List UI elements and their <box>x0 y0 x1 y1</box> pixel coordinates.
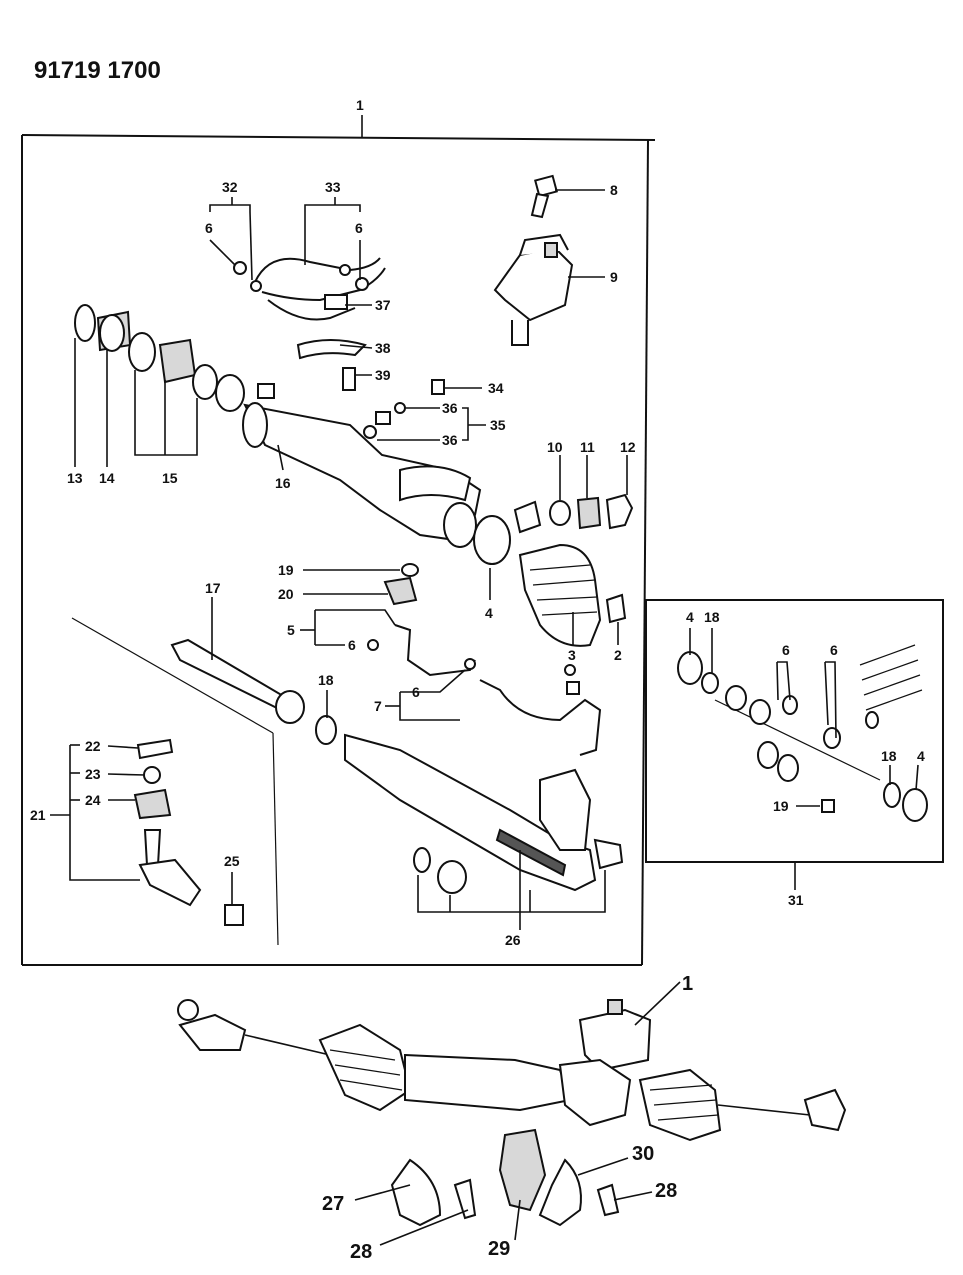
callout-6-kit-a: 6 <box>782 642 790 658</box>
callout-24: 24 <box>85 792 101 808</box>
right-end-seals <box>513 493 634 534</box>
callout-6-a: 6 <box>205 220 213 236</box>
assembled-steering-gear <box>177 999 847 1142</box>
valve-housing-9 <box>493 233 574 346</box>
callout-4-kit-b: 4 <box>917 748 925 764</box>
callout-36-a: 36 <box>442 400 458 416</box>
boot-and-clamp <box>473 515 627 647</box>
callout-33: 33 <box>325 179 341 195</box>
leader-lines <box>50 189 919 1246</box>
callout-22: 22 <box>85 738 101 754</box>
callout-10: 10 <box>547 439 563 455</box>
callout-8: 8 <box>610 182 618 198</box>
callout-2: 2 <box>614 647 622 663</box>
callout-20: 20 <box>278 586 294 602</box>
callout-18-main: 18 <box>318 672 334 688</box>
bushing-group <box>383 563 419 606</box>
callout-7: 7 <box>374 698 382 714</box>
callout-25: 25 <box>224 853 240 869</box>
callout-39: 39 <box>375 367 391 383</box>
callout-32: 32 <box>222 179 238 195</box>
left-end-seals <box>74 304 245 412</box>
bolt-8 <box>530 174 558 219</box>
callout-4-kit-a: 4 <box>686 609 694 625</box>
callout-28-a: 28 <box>350 1241 372 1263</box>
callout-37: 37 <box>375 297 391 313</box>
fittings-group <box>296 339 445 439</box>
callout-19-main: 19 <box>278 562 294 578</box>
tie-rod-17 <box>71 617 337 946</box>
callout-29: 29 <box>488 1238 510 1260</box>
main-exploded-frame <box>21 115 656 966</box>
callout-labels: 1 32 33 6 6 8 9 37 38 39 34 36 35 36 10 … <box>30 97 925 1263</box>
reference-number: 91719 1700 <box>34 57 161 84</box>
seal-kit-contents <box>677 644 928 822</box>
callout-9: 9 <box>610 269 618 285</box>
callout-17: 17 <box>205 580 221 596</box>
callout-19-kit: 19 <box>773 798 789 814</box>
rack-housing-16 <box>242 383 482 548</box>
return-tubes <box>367 624 602 756</box>
callout-1-bottom: 1 <box>682 973 693 995</box>
callout-15: 15 <box>162 470 178 486</box>
callout-14: 14 <box>99 470 115 486</box>
callout-4-main: 4 <box>485 605 493 621</box>
callout-31: 31 <box>788 892 804 908</box>
tie-rod-end-group <box>133 738 244 926</box>
callout-6-b: 6 <box>355 220 363 236</box>
callout-18-kit-a: 18 <box>704 609 720 625</box>
gear-housing <box>344 733 624 894</box>
callout-13: 13 <box>67 470 83 486</box>
callout-5: 5 <box>287 622 295 638</box>
callout-28-b: 28 <box>655 1180 677 1202</box>
callout-16: 16 <box>275 475 291 491</box>
callout-38: 38 <box>375 340 391 356</box>
callout-36-b: 36 <box>442 432 458 448</box>
callout-11: 11 <box>580 439 595 455</box>
callout-18-kit-b: 18 <box>881 748 897 764</box>
pressure-tube-assembly <box>233 257 386 321</box>
callout-6-c: 6 <box>348 637 356 653</box>
callout-6-d: 6 <box>412 684 420 700</box>
callout-30: 30 <box>632 1143 654 1165</box>
callout-12: 12 <box>620 439 636 455</box>
callout-21: 21 <box>30 807 46 823</box>
callout-23: 23 <box>85 766 101 782</box>
callout-1-top: 1 <box>356 97 364 113</box>
callout-6-kit-b: 6 <box>830 642 838 658</box>
callout-34: 34 <box>488 380 504 396</box>
mounting-brackets <box>390 1128 620 1227</box>
callout-3: 3 <box>568 647 576 663</box>
callout-26: 26 <box>505 932 521 948</box>
callout-35: 35 <box>490 417 506 433</box>
callout-27: 27 <box>322 1193 344 1215</box>
